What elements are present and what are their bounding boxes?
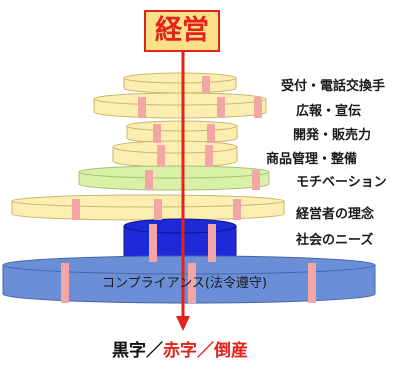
outcome-surplus: 黒字 bbox=[112, 341, 146, 361]
layer-label-social-needs: 社会のニーズ bbox=[296, 233, 374, 248]
arrow-head bbox=[176, 316, 190, 331]
layer-label-reception: 受付・電話交換手 bbox=[281, 79, 386, 94]
disk-top bbox=[123, 218, 237, 234]
connector-clip-philosophy-2 bbox=[154, 199, 162, 220]
connector-clip-pr-3 bbox=[254, 97, 262, 118]
layer-label-motivation: モチベーション bbox=[296, 175, 387, 190]
outcome-separator-1: ／ bbox=[146, 341, 163, 361]
outcome-bankruptcy: 倒産 bbox=[214, 341, 248, 361]
disk-product-management bbox=[112, 140, 238, 168]
connector-clip-pr-1 bbox=[138, 97, 146, 118]
connector-clip-compliance-2 bbox=[188, 263, 196, 303]
connector-clip-compliance-1 bbox=[61, 263, 69, 303]
connector-clip-motivation-2 bbox=[252, 170, 260, 190]
disk-philosophy bbox=[11, 194, 285, 221]
connector-clip-philosophy-3 bbox=[233, 199, 241, 220]
connector-clip-philosophy-1 bbox=[72, 199, 80, 220]
connector-clip-social-needs-1 bbox=[149, 224, 157, 262]
disk-reception bbox=[123, 72, 237, 94]
layer-label-development: 開発・販売力 bbox=[293, 128, 372, 143]
connector-clip-development-2 bbox=[207, 124, 215, 143]
layer-label-philosophy: 経営者の理念 bbox=[296, 207, 375, 222]
outcome-line: 黒字／赤字／倒産 bbox=[112, 336, 248, 361]
connector-clip-product-management-2 bbox=[205, 145, 213, 167]
disk-top bbox=[78, 165, 270, 179]
layer-label-pr: 広報・宣伝 bbox=[296, 104, 362, 119]
connector-clip-social-needs-2 bbox=[208, 224, 216, 262]
disk-top bbox=[11, 194, 285, 208]
disk-top bbox=[123, 72, 237, 84]
connector-clip-development-1 bbox=[153, 124, 161, 143]
layer-label-product-management: 商品管理・整備 bbox=[266, 152, 358, 167]
connector-clip-compliance-3 bbox=[308, 263, 316, 303]
disk-motivation bbox=[78, 165, 270, 191]
connector-clip-product-management-1 bbox=[157, 145, 165, 167]
outcome-separator-2: ／ bbox=[197, 341, 214, 361]
title-box: 経営 bbox=[144, 10, 220, 52]
connector-clip-motivation-1 bbox=[145, 170, 153, 190]
connector-clip-pr-2 bbox=[217, 97, 225, 118]
outcome-deficit: 赤字 bbox=[163, 341, 197, 361]
layer-label-compliance: コンプライアンス(法令遵守) bbox=[102, 276, 267, 291]
disk-top bbox=[93, 92, 267, 106]
disk-top bbox=[112, 140, 238, 154]
disk-pr bbox=[93, 92, 267, 119]
connector-clip-reception-1 bbox=[202, 76, 210, 93]
